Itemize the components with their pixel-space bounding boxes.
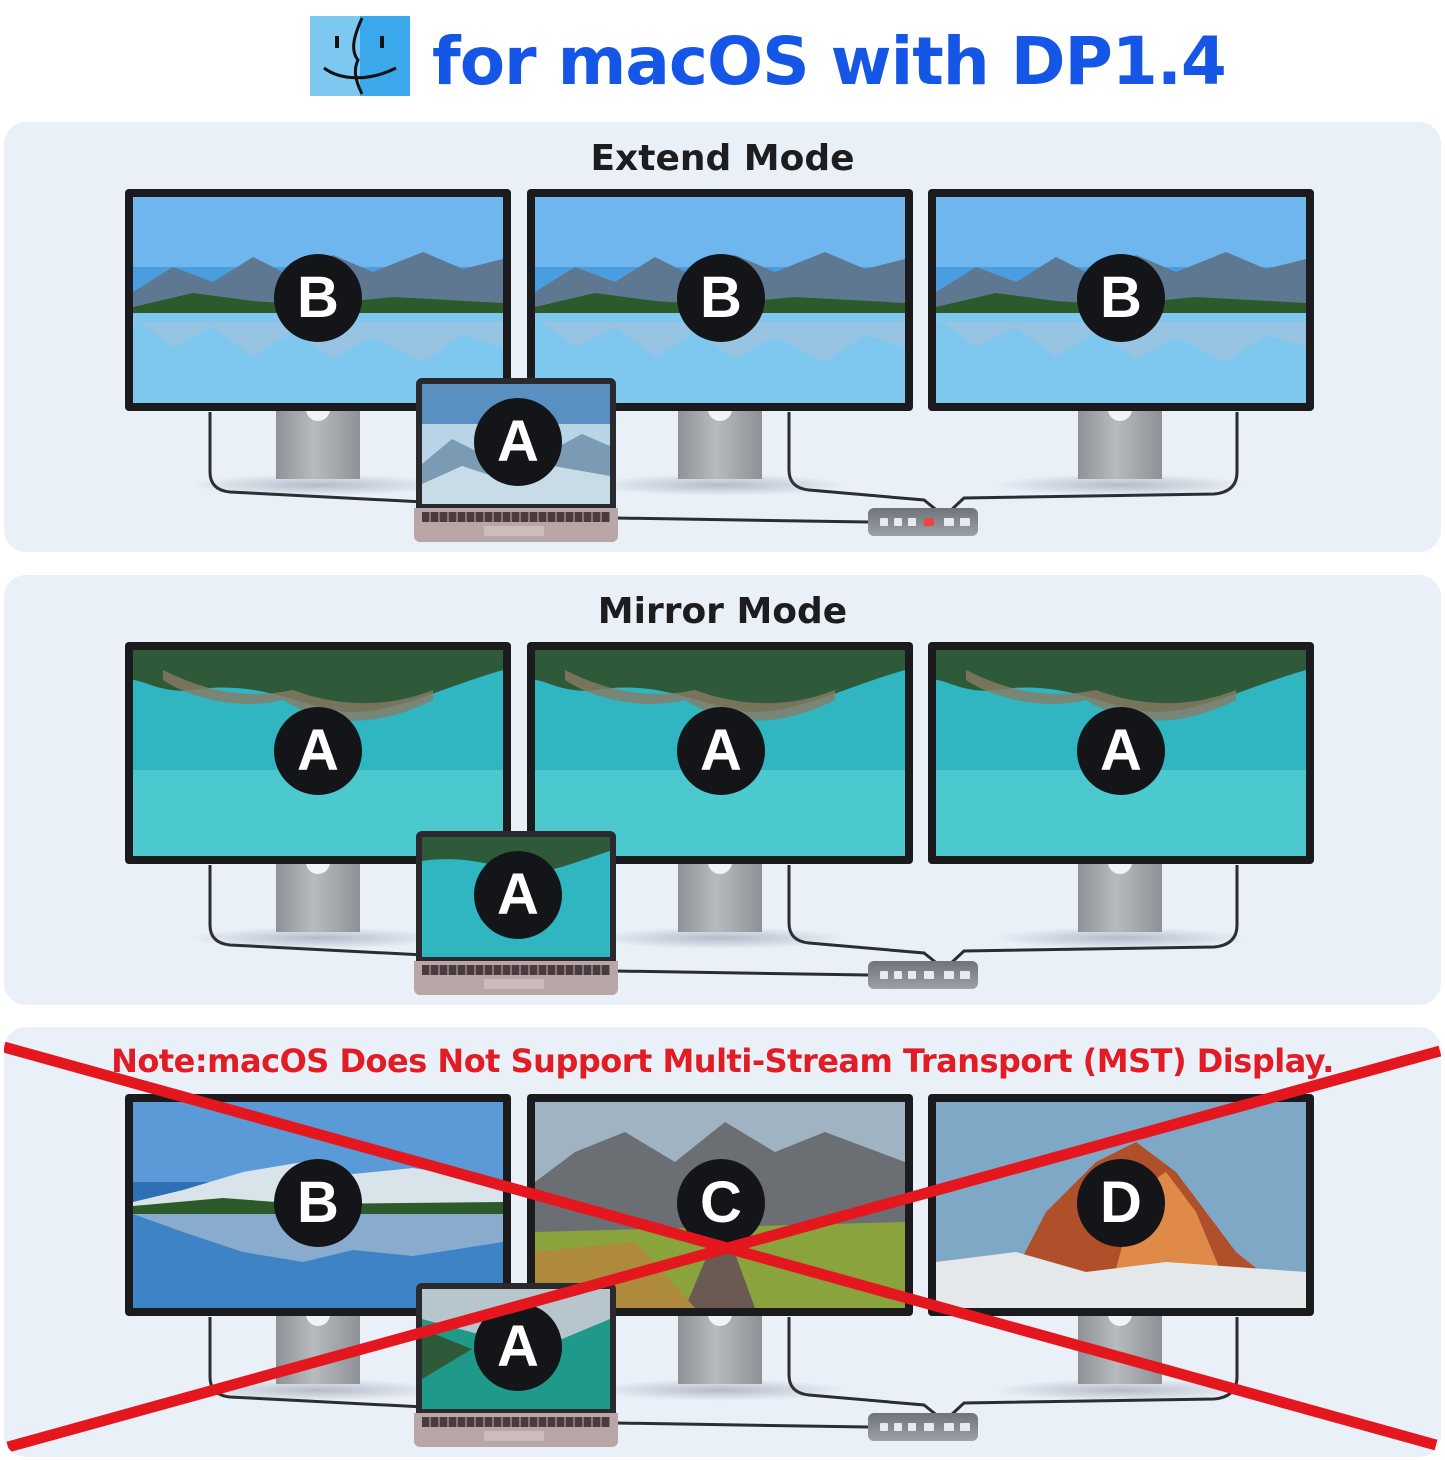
display-label-badge: B — [274, 254, 362, 342]
finder-icon — [310, 16, 410, 96]
monitor-shadow — [590, 927, 850, 949]
cables — [208, 412, 1239, 524]
mountain-lake-wallpaper — [936, 197, 1306, 403]
docking-station — [868, 961, 978, 989]
monitor-stand — [276, 1312, 360, 1384]
panel-title: Extend Mode — [590, 138, 855, 179]
cables — [208, 865, 1239, 977]
turquoise-coast-wallpaper — [936, 650, 1306, 856]
page-title: for macOS with DP1.4 — [432, 23, 1227, 100]
display-label-badge: B — [1077, 254, 1165, 342]
display-label-badge: A — [1077, 707, 1165, 795]
monitor-shadow — [590, 474, 850, 496]
header: for macOS with DP1.4 — [0, 0, 1445, 118]
monitor-stand — [1078, 860, 1162, 932]
setup-illustration: A A A A — [4, 575, 1441, 1005]
monitor-stand — [678, 860, 762, 932]
external-monitor — [928, 189, 1314, 411]
display-label-badge: A — [274, 707, 362, 795]
trackpad — [484, 979, 544, 989]
display-label-badge: D — [1077, 1159, 1165, 1247]
display-label-badge: A — [474, 398, 562, 486]
monitor-stand — [678, 1312, 762, 1384]
display-label-badge: A — [474, 851, 562, 939]
monitor-stand — [276, 407, 360, 479]
setup-illustration: B B B A — [4, 122, 1441, 552]
trackpad — [484, 1431, 544, 1441]
monitor-shadow — [188, 927, 448, 949]
display-label-badge: C — [677, 1159, 765, 1247]
display-label-badge: B — [274, 1159, 362, 1247]
docking-station — [868, 508, 978, 536]
display-label-badge: B — [677, 254, 765, 342]
extend-mode-panel: Extend Mode — [4, 122, 1441, 552]
mst-unsupported-panel: B C D A Note:macOS Does Not Support Mult… — [4, 1027, 1441, 1457]
monitor-stand — [678, 407, 762, 479]
monitor-shadow — [990, 927, 1250, 949]
display-label-badge: A — [677, 707, 765, 795]
monitor-shadow — [188, 474, 448, 496]
mirror-mode-panel: Mirror Mode — [4, 575, 1441, 1005]
monitor-stand — [1078, 407, 1162, 479]
laptop-keyboard — [414, 1413, 618, 1447]
monitor-stand — [1078, 1312, 1162, 1384]
laptop-keyboard — [414, 508, 618, 542]
monitor-stand — [276, 860, 360, 932]
panel-title: Mirror Mode — [597, 591, 848, 632]
mst-unsupported-note: Note:macOS Does Not Support Multi-Stream… — [111, 1042, 1334, 1080]
monitor-shadow — [990, 474, 1250, 496]
docking-station — [868, 1413, 978, 1441]
trackpad — [484, 526, 544, 536]
setup-illustration: B C D A — [4, 1027, 1441, 1457]
display-label-badge: A — [474, 1303, 562, 1391]
laptop-keyboard — [414, 961, 618, 995]
